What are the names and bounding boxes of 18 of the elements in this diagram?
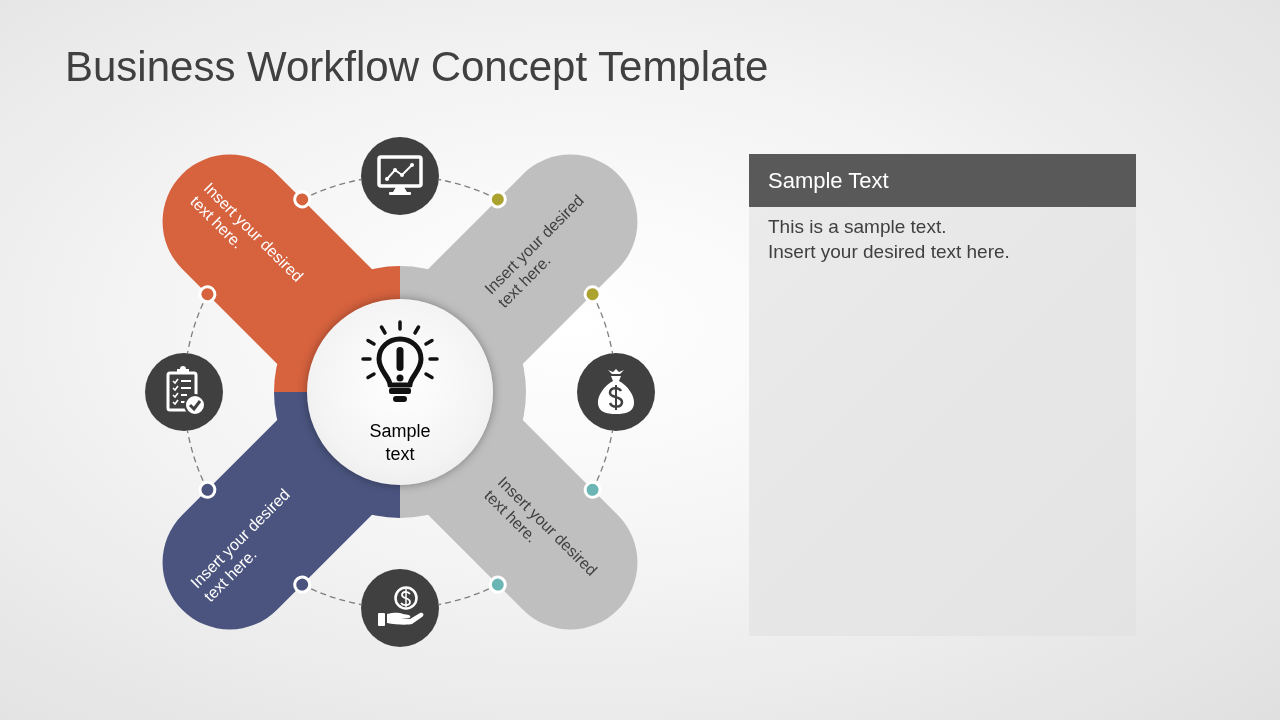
dashed-connector (583, 430, 614, 499)
body-text: Insert your desired text here. (768, 240, 1011, 264)
body-text: This is a sample text. (768, 215, 948, 239)
panel-heading: Sample Text (749, 154, 1136, 207)
dashed-connector (186, 430, 217, 499)
slide-title: Business Workflow Concept Template (65, 42, 769, 92)
clipboard-checklist-icon (145, 353, 223, 431)
dashed-connector (438, 178, 507, 209)
dashed-connector (438, 575, 507, 606)
dashed-connector (293, 575, 362, 606)
text-panel (749, 154, 1136, 636)
hand-coin-icon (361, 569, 439, 647)
dashed-connector (583, 285, 614, 354)
dashed-connector (293, 178, 362, 209)
money-bag-icon (577, 353, 655, 431)
dashed-connector (186, 285, 217, 354)
center-label: Sample text (368, 420, 432, 466)
monitor-chart-icon (361, 137, 439, 215)
